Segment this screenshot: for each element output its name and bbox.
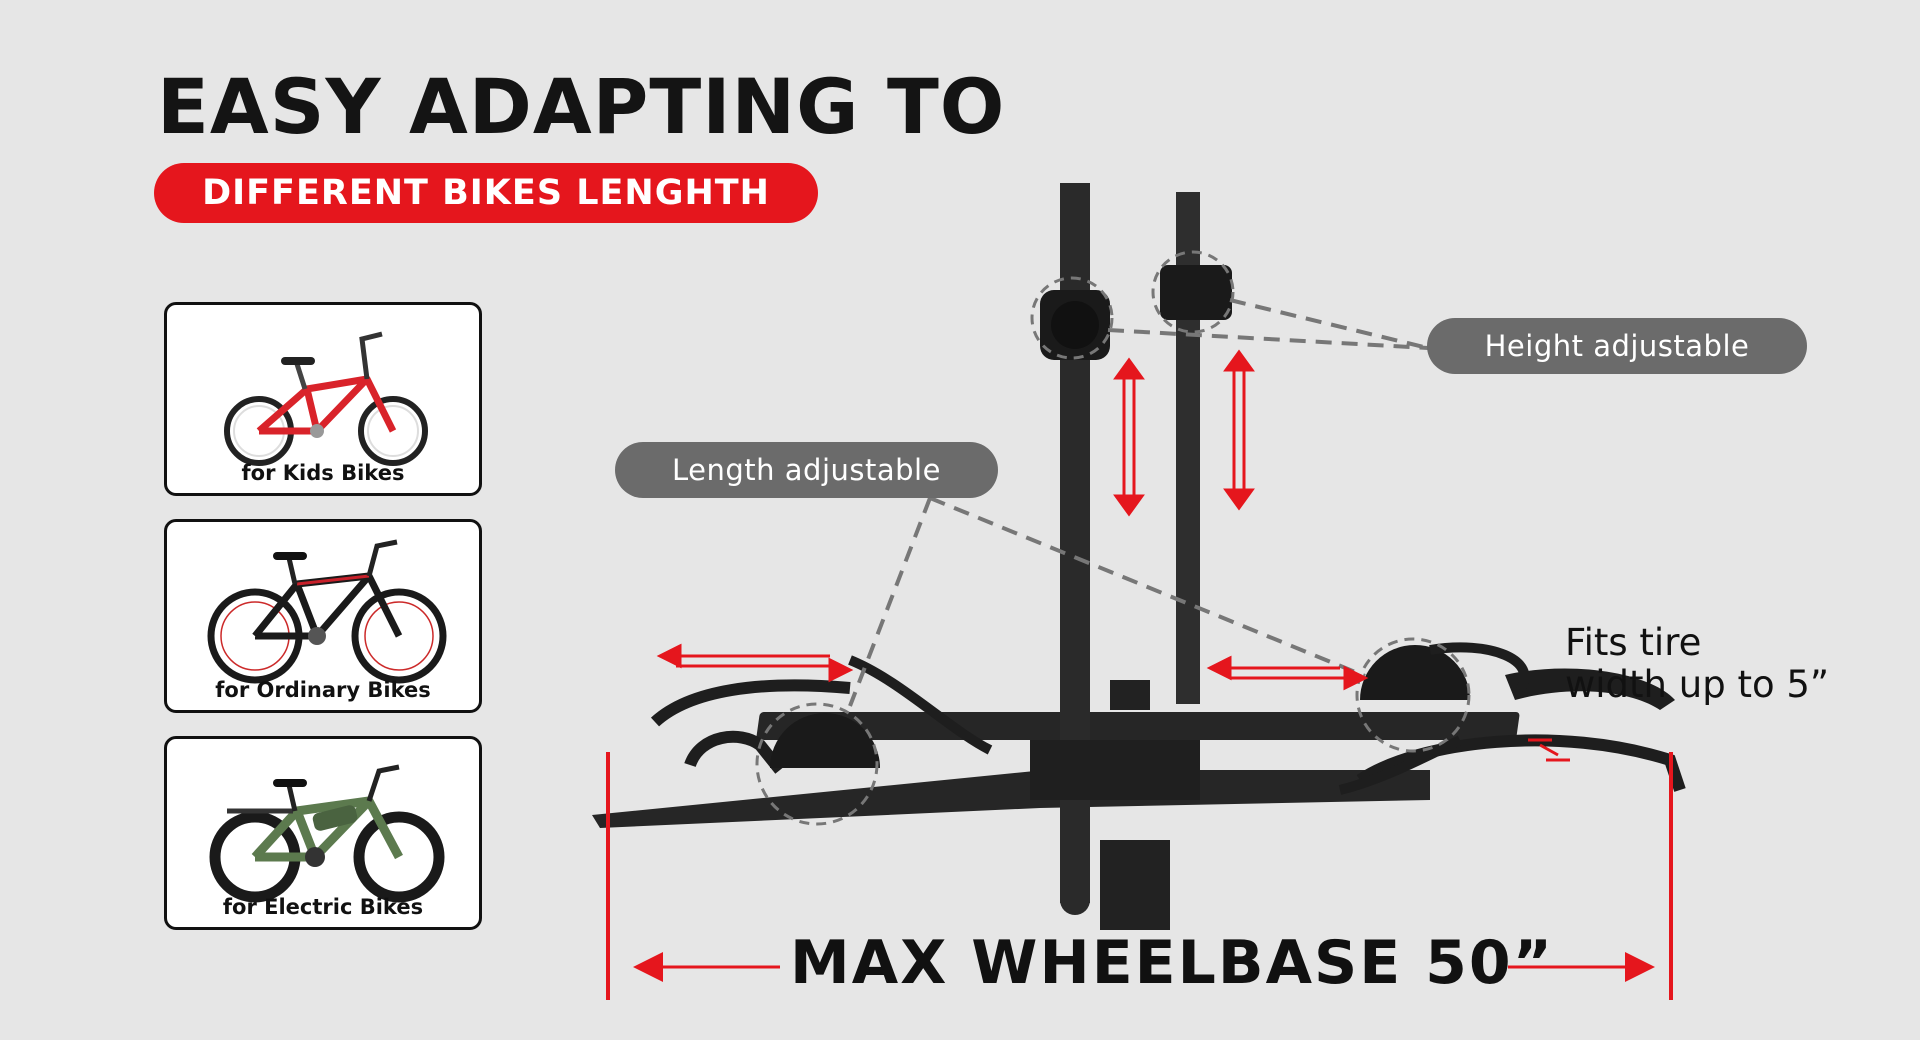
electric-bike-icon: [209, 764, 445, 903]
height-adjustable-tag: Height adjustable: [1427, 318, 1807, 374]
tire-width-note: Fits tire width up to 5”: [1565, 622, 1829, 706]
card-label: for Electric Bikes: [222, 895, 424, 919]
kids-bike-icon: [224, 331, 428, 466]
height-arrows: [1113, 349, 1255, 517]
hitch-block: [1030, 680, 1200, 930]
length-adjustable-tag: Length adjustable: [615, 442, 998, 498]
card-label: for Kids Bikes: [241, 461, 405, 485]
subheadline-badge: DIFFERENT BIKES LENGHTH: [154, 163, 818, 223]
wheelbase-label: MAX WHEELBASE 50”: [790, 928, 1555, 998]
card-kids-bikes: for Kids Bikes: [164, 302, 482, 496]
callout-leader-lines: [848, 298, 1429, 707]
card-ordinary-bikes: for Ordinary Bikes: [164, 519, 482, 713]
clamp-right: [1160, 265, 1232, 320]
tire-note-line1: Fits tire: [1565, 621, 1702, 664]
card-electric-bikes: for Electric Bikes: [164, 736, 482, 930]
clamp-left: [1040, 290, 1110, 360]
length-arrows: [656, 643, 1369, 691]
focus-circles: [755, 250, 1471, 826]
tire-width-marker: [1528, 738, 1570, 762]
wheel-cradles: [770, 642, 1530, 795]
card-label: for Ordinary Bikes: [215, 678, 431, 702]
mountain-bike-icon: [207, 539, 447, 684]
tire-note-line2: width up to 5”: [1565, 663, 1830, 706]
headline: EASY ADAPTING TO: [157, 62, 1006, 151]
wheelbase-dimension: [606, 752, 1673, 1000]
